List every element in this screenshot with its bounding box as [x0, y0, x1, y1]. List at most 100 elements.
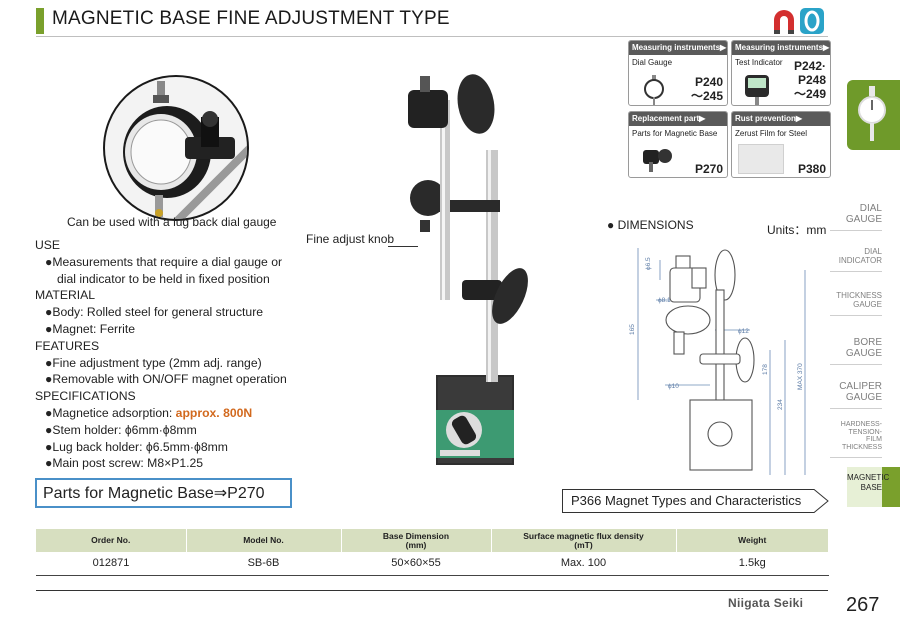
- material-heading: MATERIAL: [35, 288, 96, 303]
- ref-box-subtitle: Parts for Magnetic Base: [632, 129, 718, 138]
- ref-box-header: Rust prevention▶: [732, 112, 830, 126]
- specifications-block: USE ●Measurements that require a dial ga…: [35, 237, 287, 472]
- magnet-icon: [774, 8, 824, 34]
- page-title: MAGNETIC BASE FINE ADJUSTMENT TYPE: [52, 8, 450, 29]
- ref-box-header: Replacement part▶: [629, 112, 727, 126]
- spec-table: Order No. Model No. Base Dimension (mm) …: [36, 529, 829, 576]
- title-accent-bar: [36, 8, 44, 34]
- features-item: ●Removable with ON/OFF magnet operation: [45, 372, 287, 387]
- table-cell: 012871: [36, 552, 186, 576]
- spec-item: ●Main post screw: M8×P1.25: [45, 456, 204, 471]
- side-index-label: TENSION-: [848, 428, 882, 436]
- dim-label: 234: [777, 399, 784, 410]
- spec-item: ●Lug back holder: ϕ6.5mm·ϕ8mm: [45, 439, 228, 454]
- side-index-label: BORE: [853, 337, 882, 348]
- table-header-row: Order No. Model No. Base Dimension (mm) …: [36, 529, 829, 552]
- spec-label: ●Magnetice adsorption:: [45, 405, 176, 420]
- ref-page-line: P242·: [793, 59, 826, 73]
- ref-page: P240～245: [691, 75, 723, 103]
- dim-label: ϕ6.5: [645, 257, 652, 270]
- dial-gauge-icon: [858, 86, 886, 141]
- magnetic-base-product-image: [408, 74, 528, 465]
- side-index-label: GAUGE: [845, 392, 882, 403]
- parts-link-box[interactable]: Parts for Magnetic Base⇒P270: [35, 478, 292, 508]
- dim-label: ϕ10: [668, 383, 679, 390]
- table-row: 012871 SB-6B 50×60×55 Max. 100 1.5kg: [36, 552, 829, 576]
- side-index-hardness-tension[interactable]: HARDNESS-TENSION-FILM THICKNESS: [830, 421, 882, 458]
- ref-page: P242·P248～249: [794, 59, 826, 101]
- side-index-label: GAUGE: [845, 214, 882, 225]
- callout-leader: [388, 246, 418, 247]
- material-item: ●Magnet: Ferrite: [45, 321, 135, 336]
- dim-label: MAX 370: [797, 363, 804, 390]
- fine-adjust-knob-label: Fine adjust knob: [306, 232, 395, 246]
- side-index-label: DIAL: [864, 247, 882, 256]
- photo-caption: Can be used with a lug back dial gauge: [67, 215, 277, 229]
- zerust-film-image: [738, 144, 784, 174]
- lug-back-closeup-photo: [103, 75, 249, 221]
- material-item: ●Body: Rolled steel for general structur…: [45, 305, 264, 320]
- ref-page-line: ～245: [690, 89, 723, 103]
- use-item: ●Measurements that require a dial gauge …: [45, 254, 283, 269]
- spec-highlight-value: approx. 800N: [175, 405, 253, 420]
- table-cell: 1.5kg: [676, 552, 829, 576]
- table-header-base-dimension: Base Dimension (mm): [341, 529, 492, 552]
- features-heading: FEATURES: [35, 338, 100, 353]
- dimensions-drawing: ϕ6.5 ϕ8.1 ϕ12 ϕ10 165 178 234 MAX 370: [629, 248, 806, 475]
- magnet-types-link[interactable]: P366 Magnet Types and Characteristics: [562, 489, 814, 513]
- ref-box-replacement-part[interactable]: Replacement part▶ Parts for Magnetic Bas…: [628, 111, 728, 178]
- ref-page-line: ～249: [793, 87, 826, 101]
- spec-item: ●Magnetice adsorption: approx. 800N: [35, 405, 287, 422]
- side-index-label: MAGNETIC: [847, 473, 890, 482]
- side-index-label: THICKNESS: [836, 291, 882, 300]
- ref-page-line: P248: [797, 73, 826, 87]
- ref-page: P270: [694, 162, 723, 176]
- brand-logo: Niigata Seiki: [728, 596, 804, 610]
- ref-box-test-indicator[interactable]: Measuring instruments▶ Test Indicator P2…: [731, 40, 831, 106]
- title-divider: [36, 36, 828, 37]
- table-header-flux-density: Surface magnetic flux density (mT): [491, 529, 677, 552]
- side-index-label: HARDNESS-: [840, 421, 882, 428]
- dimensions-units: Units：mm: [767, 223, 827, 237]
- page-number: 267: [846, 594, 880, 616]
- table-header-weight: Weight: [676, 529, 829, 552]
- spec-item: ●Stem holder: ϕ6mm·ϕ8mm: [45, 422, 197, 437]
- ref-page: P380: [797, 162, 826, 176]
- dim-label: ϕ8.1: [658, 297, 671, 304]
- section-tab-dial-gauge[interactable]: [847, 80, 900, 150]
- side-index-magnetic-base-active[interactable]: [847, 467, 900, 507]
- ref-box-subtitle: Dial Gauge: [632, 58, 673, 67]
- side-index-label: INDICATOR: [838, 255, 882, 265]
- side-index-label: BASE: [860, 483, 882, 493]
- arrow-right-icon: [813, 489, 829, 513]
- side-index-label: GAUGE: [853, 299, 882, 309]
- features-item: ●Fine adjustment type (2mm adj. range): [45, 355, 262, 370]
- test-indicator-icon: [745, 75, 769, 105]
- specifications-heading: SPECIFICATIONS: [35, 389, 136, 404]
- clamp-part-icon: [643, 149, 672, 172]
- table-cell: SB-6B: [186, 552, 341, 576]
- side-index-label: DIAL: [859, 203, 882, 214]
- ref-box-subtitle: Zerust Film for Steel: [735, 129, 808, 138]
- table-header-model-no: Model No.: [186, 529, 342, 552]
- ref-box-header: Measuring instruments▶: [629, 41, 727, 55]
- ref-box-rust-prevention[interactable]: Rust prevention▶ Zerust Film for Steel P…: [731, 111, 831, 178]
- dim-label: 178: [762, 364, 769, 375]
- dim-label: ϕ12: [738, 328, 749, 335]
- dim-label: 165: [629, 324, 636, 335]
- table-cell: 50×60×55: [341, 552, 491, 576]
- ref-box-dial-gauge[interactable]: Measuring instruments▶ Dial Gauge P240～2…: [628, 40, 728, 106]
- table-cell: Max. 100: [491, 552, 676, 576]
- ref-box-subtitle: Test Indicator: [735, 58, 783, 67]
- ref-box-header: Measuring instruments▶: [732, 41, 830, 55]
- footer-divider: [36, 590, 828, 591]
- side-index-label: CALIPER: [839, 381, 882, 392]
- side-index-label: FILM THICKNESS: [841, 436, 882, 452]
- side-index-label: GAUGE: [845, 348, 882, 359]
